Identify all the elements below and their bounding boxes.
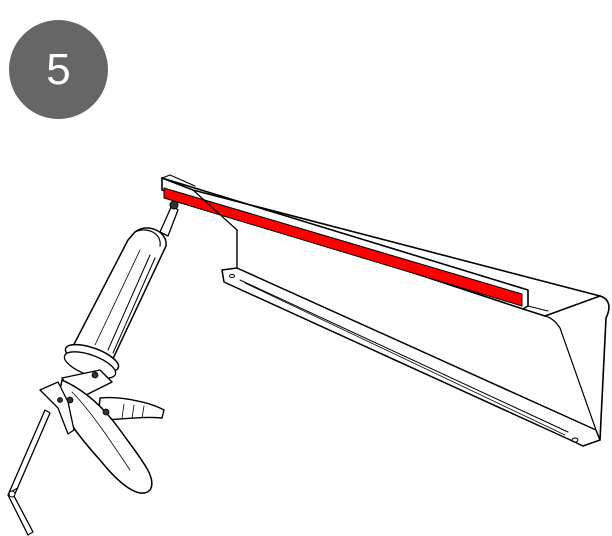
shelf-bracket-illustration — [161, 174, 610, 447]
shelf-bottom-rail — [221, 267, 601, 447]
sealant-strip — [163, 187, 523, 307]
caulking-gun-illustration — [7, 200, 179, 536]
plunger-rod — [7, 409, 51, 536]
step-number-badge: 5 — [9, 20, 108, 119]
step-number-label: 5 — [46, 44, 71, 94]
nozzle — [159, 204, 179, 237]
